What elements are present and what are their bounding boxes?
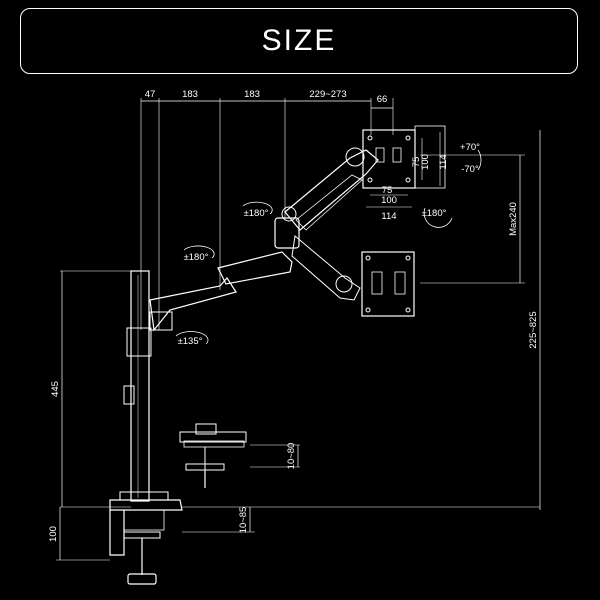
tilt-minus: -70° <box>461 164 479 175</box>
pole-height: 445 <box>50 381 61 397</box>
page-title: SIZE <box>261 24 337 57</box>
max-height: Max240 <box>508 202 519 236</box>
dim-183-a: 183 <box>182 89 198 100</box>
title-box: SIZE <box>20 8 578 74</box>
rotation-135: ±135° <box>178 336 203 347</box>
vesa-small-h: 75 <box>411 157 422 168</box>
dim-47: 47 <box>145 89 156 100</box>
vesa-h-inner: 100 <box>420 154 431 170</box>
vesa-small-w: 75 <box>382 185 393 196</box>
height-range: 225~825 <box>528 311 539 348</box>
dim-229-273: 229~273 <box>309 89 346 100</box>
vesa-w-inner: 100 <box>381 195 397 206</box>
desk-range: 10~85 <box>238 507 249 534</box>
rotation-180-b: ±180° <box>184 252 209 263</box>
rotation-180-c: ±180° <box>422 208 447 219</box>
clamp-range: 10~80 <box>286 443 297 470</box>
vesa-h-outer: 114 <box>438 154 449 169</box>
dim-66: 66 <box>377 94 388 105</box>
dim-183-b: 183 <box>244 89 260 100</box>
vesa-w-outer: 114 <box>381 211 396 222</box>
base-height: 100 <box>48 526 59 542</box>
rotation-180-a: ±180° <box>244 208 269 219</box>
tilt-plus: +70° <box>460 142 480 153</box>
